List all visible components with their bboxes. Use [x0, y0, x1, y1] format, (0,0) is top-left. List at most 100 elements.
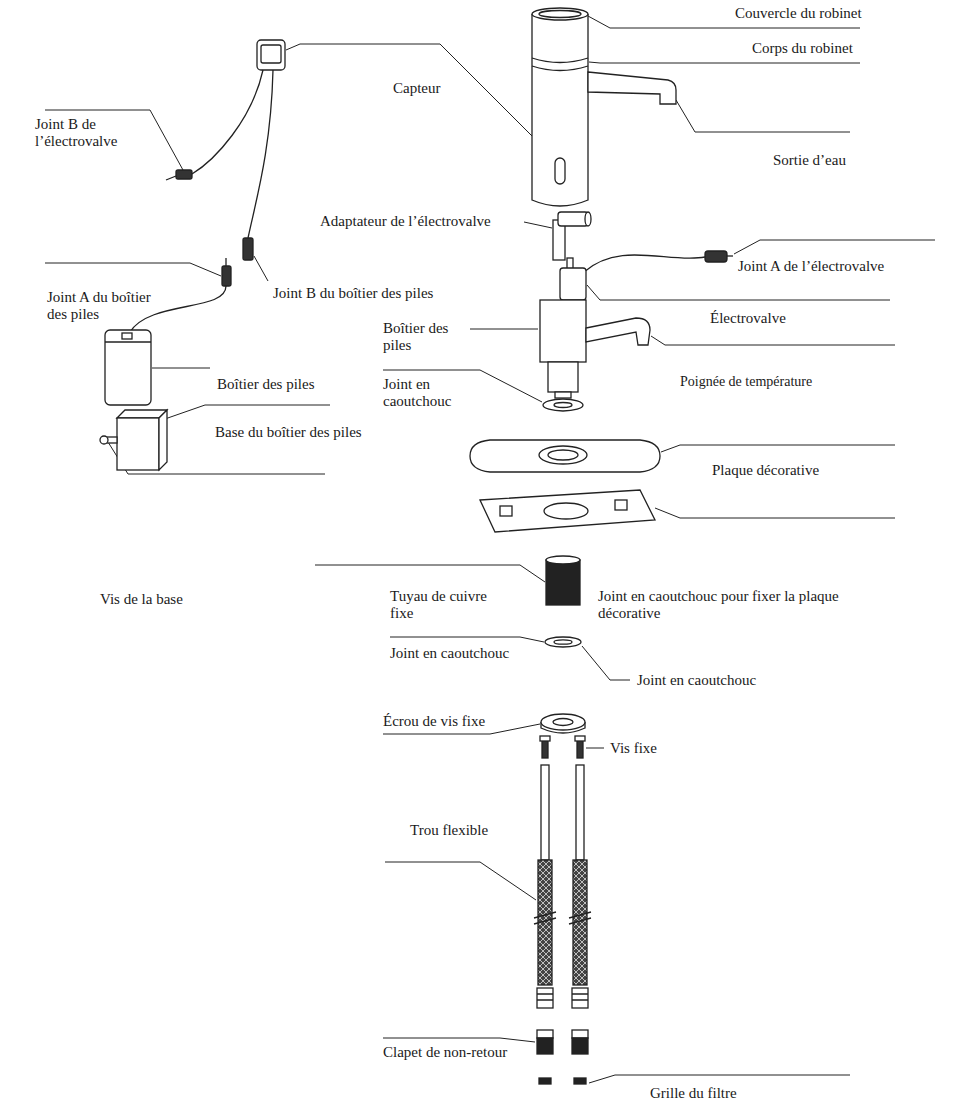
illustration-shape — [166, 176, 176, 180]
illustration-shape — [576, 765, 584, 860]
part-label: Tuyau de cuivre fixe — [390, 588, 500, 623]
illustration-shape — [105, 330, 151, 405]
illustration-shape — [575, 736, 585, 741]
illustration-shape — [537, 988, 553, 1008]
illustration-shape — [257, 40, 285, 70]
illustration-shape — [539, 446, 587, 464]
illustration-shape — [572, 988, 588, 1008]
part-label: Couvercle du robinet — [735, 5, 862, 22]
illustration-shape — [589, 62, 860, 63]
illustration-shape — [524, 222, 552, 228]
illustration-shape — [534, 912, 591, 924]
illustration-shape — [727, 255, 733, 256]
faucet-parts — [100, 8, 733, 1084]
illustration-shape — [254, 256, 268, 281]
illustration-shape — [117, 418, 159, 470]
illustration-shape — [532, 14, 588, 206]
part-label: Grille du filtre — [650, 1085, 737, 1102]
illustration-shape — [500, 506, 512, 516]
illustration-shape — [548, 450, 578, 460]
part-label: Base du boîtier des piles — [215, 424, 362, 441]
leader-lines — [45, 16, 935, 1083]
illustration-shape — [105, 341, 151, 342]
illustration-shape — [584, 255, 705, 272]
illustration-shape — [537, 1038, 553, 1054]
illustration-shape — [385, 862, 536, 900]
part-label: Électrovalve — [710, 310, 786, 327]
illustration-shape — [192, 70, 263, 174]
illustration-shape — [537, 1030, 553, 1038]
illustration-shape — [585, 212, 591, 226]
illustration-shape — [661, 445, 895, 452]
part-label: Boîtier des piles — [383, 320, 468, 355]
illustration-shape — [286, 44, 556, 160]
illustration-shape — [540, 736, 550, 741]
illustration-shape — [558, 212, 588, 226]
part-label: Clapet de non-retour — [383, 1044, 507, 1061]
illustration-shape — [560, 268, 586, 300]
illustration-shape — [222, 266, 231, 286]
illustration-shape — [540, 300, 586, 362]
part-label: Joint B de l’électrovalve — [35, 116, 135, 151]
part-label: Joint B du boîtier des piles — [273, 285, 433, 302]
illustration-shape — [655, 508, 895, 518]
illustration-shape — [651, 336, 895, 345]
illustration-shape — [532, 58, 588, 63]
illustration-shape — [546, 556, 580, 564]
illustration-shape — [546, 560, 580, 605]
illustration-shape — [537, 994, 588, 1000]
illustration-shape — [548, 362, 578, 392]
illustration-shape — [577, 740, 583, 758]
illustration-shape — [588, 72, 676, 104]
illustration-shape — [248, 70, 273, 238]
illustration-shape — [243, 238, 253, 260]
illustration-shape — [225, 258, 226, 266]
illustration-shape — [574, 1078, 586, 1084]
part-label: Joint en caoutchouc pour fixer la plaque… — [598, 588, 848, 623]
illustration-shape — [261, 45, 281, 63]
illustration-shape — [555, 392, 571, 398]
illustration-shape — [383, 1038, 535, 1042]
illustration-shape — [539, 1078, 551, 1084]
illustration-shape — [734, 240, 935, 254]
illustration-shape — [582, 646, 630, 680]
illustration-shape — [615, 500, 627, 510]
part-label: Joint A du boîtier des piles — [47, 289, 162, 324]
illustration-shape — [553, 719, 573, 726]
illustration-shape — [705, 251, 727, 262]
illustration-shape — [45, 263, 221, 276]
part-label: Poignée de température — [680, 374, 812, 390]
illustration-shape — [586, 318, 650, 345]
illustration-shape — [470, 440, 660, 472]
illustration-shape — [572, 1038, 588, 1054]
part-label: Joint en caoutchouc — [383, 376, 473, 411]
part-label: Vis de la base — [100, 591, 183, 608]
illustration-shape — [543, 399, 583, 411]
part-label: Plaque décorative — [712, 462, 819, 479]
illustration-shape — [541, 765, 549, 860]
illustration-shape — [545, 637, 581, 647]
illustration-shape — [162, 405, 330, 420]
illustration-shape — [532, 8, 588, 20]
part-label: Sortie d’eau — [773, 152, 846, 169]
illustration-shape — [539, 11, 581, 18]
illustration-shape — [586, 748, 604, 749]
illustration-shape — [176, 170, 192, 179]
part-label: Corps du robinet — [752, 40, 853, 57]
illustration-shape — [122, 333, 132, 339]
illustration-shape — [152, 368, 210, 369]
illustration-shape — [315, 565, 545, 582]
part-label: Joint A de l’électrovalve — [738, 258, 884, 275]
illustration-shape — [554, 640, 572, 644]
illustration-shape — [100, 436, 108, 444]
part-label: Joint en caoutchouc — [637, 672, 756, 689]
illustration-shape — [555, 158, 565, 184]
part-label: Boîtier des piles — [217, 376, 315, 393]
part-label: Capteur — [393, 80, 440, 97]
part-label: Adaptateur de l’électrovalve — [320, 213, 491, 230]
part-label: Joint en caoutchouc — [390, 645, 509, 662]
illustration-shape — [390, 637, 544, 642]
illustration-shape — [554, 403, 572, 408]
illustration-shape — [587, 285, 890, 300]
